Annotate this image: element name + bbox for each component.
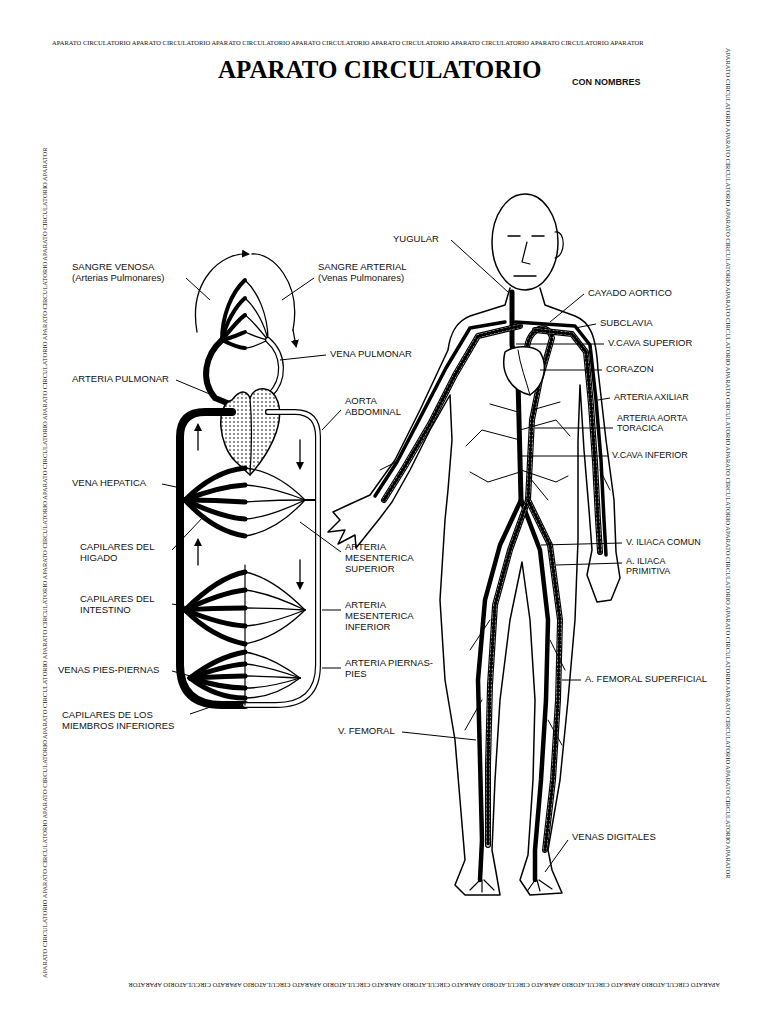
part-label: ARTERIA AORTA TORACICA bbox=[617, 413, 712, 434]
part-label: SUBCLAVIA bbox=[600, 318, 653, 329]
part-label: VENAS DIGITALES bbox=[572, 832, 656, 843]
part-label: V. ILIACA COMUN bbox=[626, 537, 701, 547]
part-label: V.CAVA SUPERIOR bbox=[608, 338, 692, 349]
part-label: ARTERIA PIERNAS-PIES bbox=[345, 658, 433, 680]
part-label: CORAZON bbox=[606, 364, 654, 375]
border-watermark: APARATO CIRCULATORIO APARATO CIRCULATORI… bbox=[725, 48, 732, 879]
part-label: AORTA ABDOMINAL bbox=[345, 396, 425, 418]
border-watermark: APARATO CIRCULATORIO APARATO CIRCULATORI… bbox=[128, 982, 720, 989]
subtitle: CON NOMBRES bbox=[572, 77, 641, 87]
part-label: CAPILARES DEL INTESTINO bbox=[80, 594, 168, 616]
part-label: SANGRE VENOSA (Arterias Pulmonares) bbox=[72, 262, 184, 284]
border-watermark: APARATO CIRCULATORIO APARATO CIRCULATORI… bbox=[52, 40, 644, 47]
part-label: V.CAVA INFERIOR bbox=[612, 450, 688, 460]
circulation-schematic bbox=[180, 254, 318, 705]
part-label: ARTERIA AXILIAR bbox=[614, 392, 689, 402]
leader-lines bbox=[162, 240, 622, 872]
part-label: ARTERIA MESENTERICA SUPERIOR bbox=[345, 542, 433, 575]
part-label: CAYADO AORTICO bbox=[588, 288, 672, 299]
part-label: A. ILIACA PRIMITIVA bbox=[626, 556, 711, 577]
part-label: CAPILARES DEL HIGADO bbox=[80, 542, 168, 564]
border-watermark: APARATO CIRCULATORIO APARATO CIRCULATORI… bbox=[42, 147, 49, 978]
part-label: CAPILARES DE LOS MIEMBROS INFERIORES bbox=[62, 710, 192, 732]
part-label: A. FEMORAL SUPERFICIAL bbox=[585, 674, 707, 685]
part-label: V. FEMORAL bbox=[338, 726, 395, 737]
part-label: VENAS PIES-PIERNAS bbox=[58, 665, 159, 676]
part-label: ARTERIA PULMONAR bbox=[72, 374, 169, 385]
diagram-title: APARATO CIRCULATORIO bbox=[218, 56, 541, 85]
part-label: SANGRE ARTERIAL (Venas Pulmonares) bbox=[318, 262, 433, 284]
part-label: VENA PULMONAR bbox=[330, 349, 412, 360]
part-label: ARTERIA MESENTERICA INFERIOR bbox=[345, 600, 433, 633]
part-label: VENA HEPATICA bbox=[72, 478, 146, 489]
part-label: YUGULAR bbox=[393, 234, 439, 245]
